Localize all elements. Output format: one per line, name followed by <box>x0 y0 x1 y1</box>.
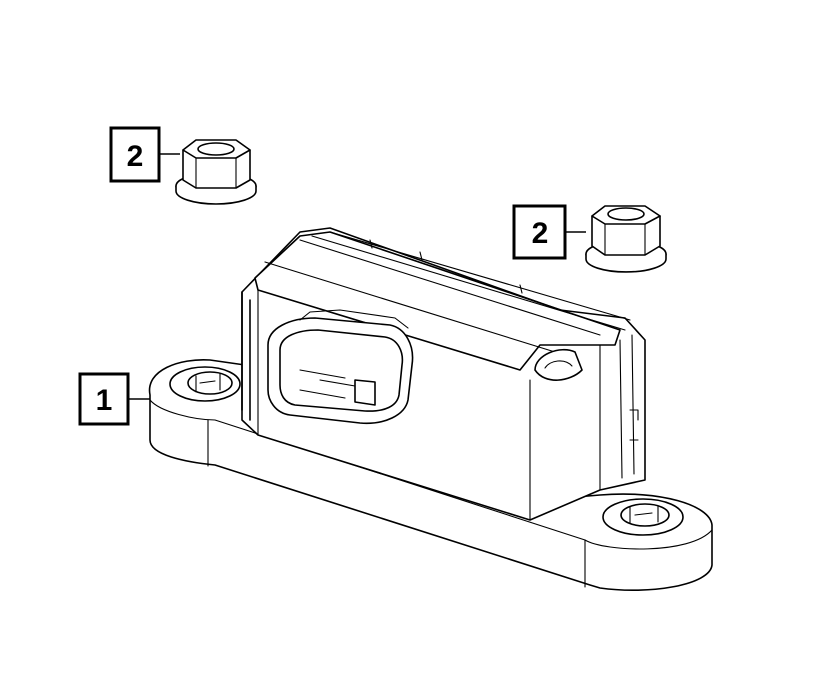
callout-2-left: 2 <box>109 126 180 183</box>
callout-2-left-label: 2 <box>127 140 144 173</box>
callout-1-label: 1 <box>96 384 113 417</box>
callout-2-right: 2 <box>512 204 586 260</box>
callout-1: 1 <box>78 372 150 426</box>
flange-nut-left <box>175 139 257 205</box>
sensor-module <box>148 227 713 591</box>
flange-nut-right <box>585 205 667 273</box>
callout-2-right-label: 2 <box>532 217 549 250</box>
